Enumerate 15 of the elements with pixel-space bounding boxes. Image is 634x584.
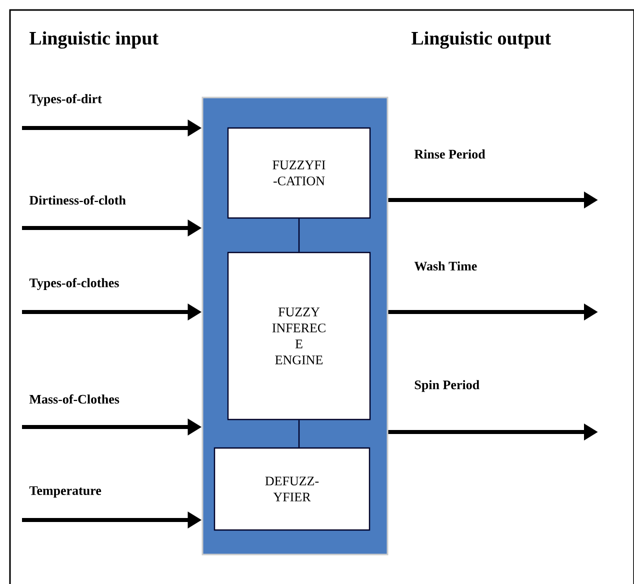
edge-label: Wash Time (414, 261, 477, 271)
edge-label: Temperature (29, 486, 102, 498)
edge-label: Mass-of-Clothes (29, 394, 120, 404)
process-box: FUZZYFI -CATION (227, 127, 371, 219)
edge-label: Spin Period (414, 380, 480, 392)
edge-label: Types-of-clothes (29, 278, 119, 290)
process-box: FUZZY INFEREC E ENGINE (227, 252, 371, 420)
edge-label: Dirtiness-of-cloth (29, 195, 126, 205)
heading: Linguistic output (412, 31, 552, 49)
edge-label: Rinse Period (414, 149, 486, 159)
heading: Linguistic input (30, 31, 158, 49)
connector-line (298, 218, 300, 252)
edge-label: Types-of-dirt (29, 94, 102, 106)
connector-line (298, 420, 300, 448)
process-box: DEFUZZ- YFIER (214, 447, 370, 531)
